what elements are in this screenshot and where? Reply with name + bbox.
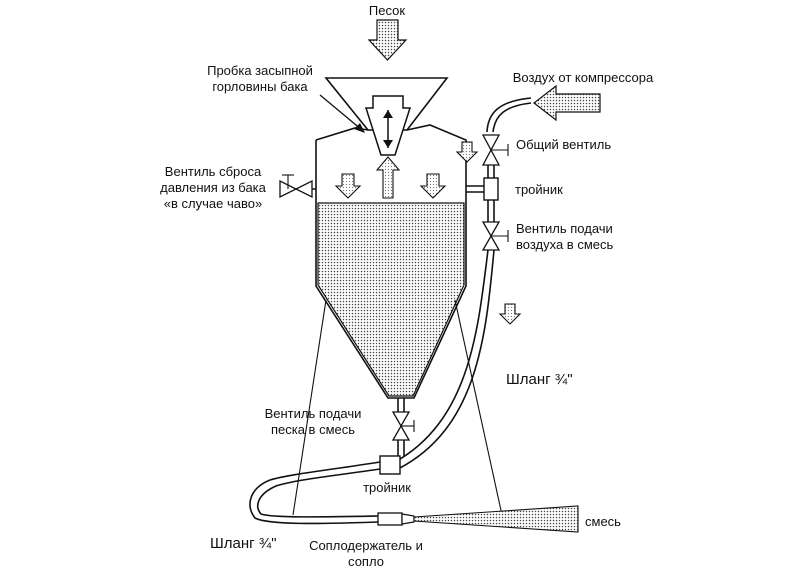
tee-upper [466, 177, 499, 222]
tank-legs [292, 299, 503, 516]
relief-valve [279, 174, 316, 199]
tee-lower [379, 455, 401, 475]
label-main-valve: Общий вентиль [516, 137, 611, 152]
label-mix: смесь [585, 514, 621, 529]
air-flow-arrow-2 [498, 303, 522, 325]
filler-plug [364, 95, 412, 156]
label-sand: Песок [369, 3, 405, 18]
pressure-arrows [334, 156, 447, 199]
air-hose [394, 249, 495, 470]
label-relief-1: Вентиль сброса [165, 164, 262, 179]
label-relief-3: «в случае чаво» [164, 196, 262, 211]
main-valve [481, 134, 509, 180]
label-plug-1: Пробка засыпной [207, 63, 313, 78]
label-relief-2: давления из бака [160, 180, 267, 195]
air-flow-arrow-1 [455, 141, 479, 163]
mix-jet [413, 505, 579, 533]
label-air-valve-1: Вентиль подачи [516, 221, 613, 236]
air-to-mix-valve [481, 221, 509, 251]
label-air: Воздух от компрессора [513, 70, 654, 85]
air-line [486, 97, 532, 133]
sand-input-arrow [367, 19, 408, 61]
label-nozzle-2: сопло [348, 554, 384, 569]
plug-pointer-arrow [319, 94, 365, 133]
sand-to-mix-valve [391, 398, 415, 456]
label-sand-valve-2: песка в смесь [271, 422, 355, 437]
sand-load [317, 202, 465, 397]
label-tee-bottom: тройник [363, 480, 411, 495]
nozzle-holder [377, 512, 415, 526]
mix-hose [249, 461, 381, 525]
label-hose-right: Шланг ¾" [506, 371, 573, 388]
label-plug-2: горловины бака [212, 79, 308, 94]
air-input-arrow [533, 84, 601, 122]
label-hose-left: Шланг ¾" [210, 535, 277, 552]
labels: Песок Пробка засыпной горловины бака Воз… [160, 3, 654, 569]
label-tee-top: тройник [515, 182, 563, 197]
label-nozzle-1: Соплодержатель и [309, 538, 423, 553]
label-sand-valve-1: Вентиль подачи [265, 406, 362, 421]
label-air-valve-2: воздуха в смесь [516, 237, 613, 252]
